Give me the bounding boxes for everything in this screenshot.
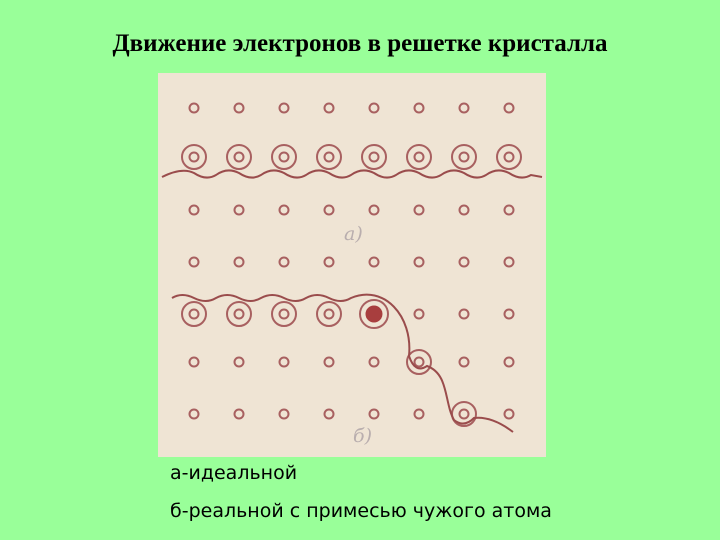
- lattice-atom: [413, 204, 425, 216]
- lattice-atom-core: [233, 151, 245, 163]
- lattice-atom: [233, 204, 245, 216]
- lattice-atom: [458, 256, 470, 268]
- lattice-atom: [323, 256, 335, 268]
- panel-label-a: а): [344, 223, 363, 245]
- caption-b: б-реальной с примесью чужого атома: [170, 500, 552, 522]
- impurity-atom: [365, 305, 383, 323]
- caption-a: а-идеальной: [170, 462, 298, 484]
- lattice-atom-core: [323, 151, 335, 163]
- lattice-atom: [458, 308, 470, 320]
- lattice-atom-core: [278, 308, 290, 320]
- lattice-atom-large: [271, 144, 297, 170]
- impurity-atom-shell: [359, 299, 389, 329]
- lattice-atom-large: [361, 144, 387, 170]
- lattice-atom: [503, 256, 515, 268]
- lattice-atom: [278, 102, 290, 114]
- lattice-atom-large: [226, 144, 252, 170]
- page-title: Движение электронов в решетке кристалла: [112, 30, 608, 57]
- lattice-atom: [323, 204, 335, 216]
- electron-path-real: [171, 293, 514, 433]
- lattice-atom-core: [233, 308, 245, 320]
- lattice-atom-core: [188, 308, 200, 320]
- lattice-atom: [188, 408, 200, 420]
- lattice-atom: [278, 356, 290, 368]
- lattice-atom: [278, 408, 290, 420]
- lattice-atom-core: [278, 151, 290, 163]
- lattice-atom-core: [188, 151, 200, 163]
- lattice-atom-core: [323, 308, 335, 320]
- lattice-atom: [503, 204, 515, 216]
- lattice-atom: [278, 204, 290, 216]
- lattice-atom-large: [451, 144, 477, 170]
- lattice-atom: [233, 356, 245, 368]
- electron-path-ideal: [161, 169, 543, 179]
- lattice-atom: [413, 408, 425, 420]
- lattice-atom-core: [458, 151, 470, 163]
- lattice-atom: [188, 356, 200, 368]
- lattice-atom: [188, 256, 200, 268]
- lattice-atom: [458, 356, 470, 368]
- lattice-diagram: [161, 102, 543, 433]
- lattice-atom-large: [271, 301, 297, 327]
- lattice-atom-large: [406, 349, 432, 375]
- lattice-atom-large: [496, 144, 522, 170]
- panel-label-b: б): [353, 425, 373, 447]
- lattice-atom: [413, 102, 425, 114]
- lattice-atom-large: [316, 144, 342, 170]
- lattice-atom: [503, 308, 515, 320]
- lattice-atom-core: [503, 151, 515, 163]
- lattice-atom: [368, 256, 380, 268]
- lattice-atom: [278, 256, 290, 268]
- lattice-atom-core: [413, 151, 425, 163]
- lattice-atom: [503, 408, 515, 420]
- lattice-atom: [368, 356, 380, 368]
- lattice-atom: [368, 102, 380, 114]
- lattice-atom: [368, 408, 380, 420]
- lattice-atom: [413, 256, 425, 268]
- lattice-atom: [233, 408, 245, 420]
- lattice-atom: [413, 308, 425, 320]
- lattice-atom-large: [181, 144, 207, 170]
- lattice-atom-large: [316, 301, 342, 327]
- lattice-atom-large: [406, 144, 432, 170]
- lattice-atom-large: [226, 301, 252, 327]
- lattice-atom: [503, 356, 515, 368]
- lattice-atom-core: [368, 151, 380, 163]
- lattice-atom-core: [413, 356, 425, 368]
- lattice-atom: [233, 102, 245, 114]
- lattice-atom: [188, 204, 200, 216]
- lattice-atom: [323, 102, 335, 114]
- lattice-atom: [233, 256, 245, 268]
- lattice-atom-large: [451, 401, 477, 427]
- lattice-atom: [323, 408, 335, 420]
- crystal-lattice-figure: а) б): [158, 73, 546, 457]
- lattice-atom: [503, 102, 515, 114]
- lattice-atom: [458, 204, 470, 216]
- lattice-atom: [458, 102, 470, 114]
- lattice-atom: [323, 356, 335, 368]
- lattice-atom: [368, 204, 380, 216]
- lattice-atom: [188, 102, 200, 114]
- lattice-atom-core: [458, 408, 470, 420]
- lattice-atom-large: [181, 301, 207, 327]
